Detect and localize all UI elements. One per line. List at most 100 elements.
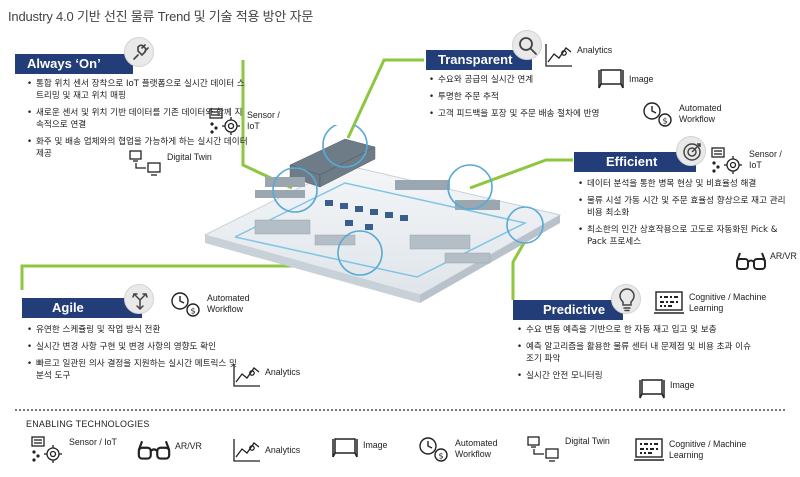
transparent-tech-image-label: Image	[629, 73, 654, 84]
agile-tech-workflow-label: Automated Workflow	[207, 293, 250, 314]
efficient-header: Efficient	[574, 152, 696, 172]
cognitive-ml-icon	[654, 291, 684, 314]
connector-transparent	[346, 58, 424, 139]
efficient-bullets: 데이터 분석을 통한 병목 현상 및 비효율성 해결 물류 시설 가동 시간 및…	[578, 178, 790, 253]
always-on-tech-sensor-label: Sensor / IoT	[247, 110, 280, 131]
transparent-tech-analytics: Analytics	[544, 42, 612, 68]
image-icon	[639, 379, 665, 399]
enabling-item-image-label: Image	[363, 439, 388, 450]
enabling-item-cognitive: Cognitive / Machine Learning	[632, 436, 755, 464]
connector-predictive	[511, 235, 530, 300]
enabling-item-image: Image	[330, 435, 387, 461]
magnifier-icon	[512, 30, 542, 60]
predictive-tech-cognitive-label: Cognitive / Machine Learning	[689, 292, 767, 313]
connector-efficient	[469, 158, 573, 190]
automated-workflow-icon: $	[643, 102, 672, 127]
always-on-tech-digital-twin: Digital Twin	[128, 148, 212, 178]
efficient-tech-ar-vr: AR/VR	[735, 250, 797, 274]
transparent-tech-workflow-label: Automated Workflow	[679, 103, 722, 124]
transparent-header: Transparent	[426, 50, 532, 70]
analytics-icon	[545, 44, 572, 67]
always-on-bullet-2: 새로운 센서 및 위치 기반 데이터를 기존 데이터와 함께 지속적으로 연결	[27, 107, 249, 131]
transparent-bullet-1: 수요와 공급의 실시간 연계	[429, 74, 641, 86]
agile-bullet-2: 실시간 변경 사항 구현 및 변경 사항의 영향도 확인	[27, 341, 239, 353]
predictive-bullets: 수요 변동 예측을 기반으로 한 자동 재고 입고 및 보충 예측 알고리즘을 …	[517, 324, 757, 387]
smart-warehouse-illustration	[203, 125, 562, 303]
agile-header: Agile	[22, 298, 142, 318]
ar-vr-glasses-icon	[736, 252, 766, 270]
svg-text:$: $	[662, 117, 667, 126]
transparent-tech-workflow: $ Automated Workflow	[642, 100, 737, 128]
transparent-tech-image: Image	[596, 66, 653, 92]
predictive-bullet-2: 예측 알고리즘을 활용한 물류 센터 내 문제점 및 비용 초과 이슈 조기 파…	[517, 341, 757, 365]
cognitive-ml-icon	[634, 438, 664, 461]
always-on-title: Always ‘On’	[27, 56, 101, 71]
enabling-item-digital-twin: Digital Twin	[526, 434, 610, 464]
connector-agile	[20, 264, 337, 290]
svg-text:$: $	[190, 307, 195, 316]
image-icon	[332, 438, 358, 458]
digital-twin-icon	[129, 150, 161, 176]
lightbulb-icon	[611, 284, 641, 314]
enabling-item-ar-vr: AR/VR	[136, 438, 202, 464]
agile-bullet-3: 빠르고 일관된 의사 결정을 지원하는 실시간 메트릭스 및 분석 도구	[27, 358, 239, 382]
always-on-tech-sensor: Sensor / IoT	[208, 106, 281, 136]
ar-vr-glasses-icon	[137, 440, 171, 460]
svg-text:$: $	[438, 452, 443, 461]
agile-tech-analytics: Analytics	[232, 362, 300, 388]
efficient-title: Efficient	[606, 154, 658, 169]
enabling-item-sensor: Sensor / IoT	[30, 434, 117, 464]
sensor-gear-icon	[31, 436, 62, 463]
analytics-icon	[233, 439, 260, 462]
agile-tech-workflow: $ Automated Workflow	[170, 290, 265, 318]
efficient-tech-ar-vr-label: AR/VR	[770, 250, 797, 261]
always-on-bullet-1: 통합 위치 센서 장착으로 IoT 플랫폼으로 실시간 데이터 스트리밍 및 재…	[27, 78, 249, 102]
predictive-tech-cognitive: Cognitive / Machine Learning	[652, 289, 775, 317]
enabling-item-cognitive-label: Cognitive / Machine Learning	[669, 439, 747, 460]
efficient-bullet-3: 최소한의 인간 상호작용으로 고도로 자동화된 Pick & Pack 프로세스	[578, 224, 790, 248]
predictive-title: Predictive	[543, 302, 606, 317]
always-on-bullets: 통합 위치 센서 장착으로 IoT 플랫폼으로 실시간 데이터 스트리밍 및 재…	[27, 78, 249, 165]
always-on-tech-digital-twin-label: Digital Twin	[167, 151, 212, 162]
efficient-bullet-2: 물류 시설 가동 시간 및 주문 효율성 향상으로 재고 관리 비용 최소화	[578, 195, 790, 219]
efficient-tech-sensor-label: Sensor / IoT	[749, 149, 782, 170]
digital-twin-icon	[527, 436, 559, 462]
always-on-header: Always ‘On’	[15, 54, 133, 74]
arrows-icon	[124, 284, 154, 314]
enabling-item-workflow: $ Automated Workflow	[418, 435, 513, 463]
agile-title: Agile	[52, 300, 84, 315]
automated-workflow-icon: $	[171, 292, 200, 317]
predictive-header: Predictive	[513, 300, 623, 320]
analytics-icon	[233, 364, 260, 387]
agile-bullets: 유연한 스케쥴링 및 작업 방식 전환 실시간 변경 사항 구현 및 변경 사항…	[27, 324, 239, 387]
enabling-item-ar-vr-label: AR/VR	[175, 440, 202, 451]
page-title: Industry 4.0 기반 선진 물류 Trend 및 기술 적용 방안 자…	[8, 9, 314, 24]
section-divider	[15, 409, 785, 411]
transparent-bullet-3: 고객 피드백을 포장 및 주문 배송 절차에 반영	[429, 108, 641, 120]
target-icon	[676, 136, 706, 166]
always-on-bullet-3: 화주 및 배송 업체와의 협업을 가능하게 하는 실시간 데이터 제공	[27, 136, 249, 160]
transparent-bullets: 수요와 공급의 실시간 연계 투명한 주문 추적 고객 피드백을 포장 및 주문…	[429, 74, 641, 125]
enabling-item-workflow-label: Automated Workflow	[455, 438, 498, 459]
enabling-item-analytics-label: Analytics	[265, 444, 301, 455]
predictive-tech-image: Image	[637, 376, 694, 402]
agile-tech-analytics-label: Analytics	[265, 366, 301, 377]
efficient-bullet-1: 데이터 분석을 통한 병목 현상 및 비효율성 해결	[578, 178, 790, 190]
enabling-item-sensor-label: Sensor / IoT	[69, 436, 117, 447]
image-icon	[598, 69, 624, 89]
sensor-gear-icon	[209, 108, 240, 135]
plug-icon	[124, 37, 154, 67]
predictive-tech-image-label: Image	[670, 379, 695, 390]
agile-bullet-1: 유연한 스케쥴링 및 작업 방식 전환	[27, 324, 239, 336]
sensor-gear-icon	[711, 147, 742, 174]
enabling-item-digital-twin-label: Digital Twin	[565, 435, 610, 446]
enabling-technologies-title: ENABLING TECHNOLOGIES	[26, 419, 150, 429]
transparent-bullet-2: 투명한 주문 추적	[429, 91, 641, 103]
transparent-title: Transparent	[438, 52, 513, 67]
automated-workflow-icon: $	[419, 437, 448, 462]
predictive-bullet-3: 실시간 안전 모니터링	[517, 370, 757, 382]
predictive-bullet-1: 수요 변동 예측을 기반으로 한 자동 재고 입고 및 보충	[517, 324, 757, 336]
efficient-tech-sensor: Sensor / IoT	[710, 145, 783, 175]
enabling-item-analytics: Analytics	[232, 437, 300, 463]
transparent-tech-analytics-label: Analytics	[577, 44, 613, 55]
